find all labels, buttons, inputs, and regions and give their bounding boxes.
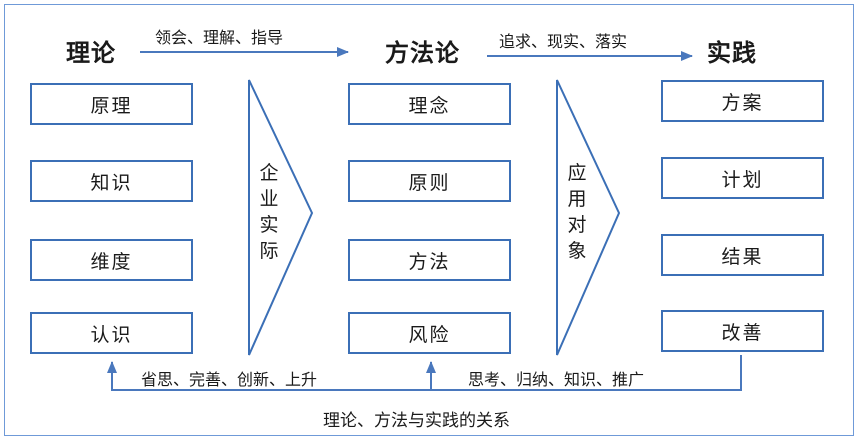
feedback-line xyxy=(107,355,742,391)
label-feedback-right: 思考、归纳、知识、推广 xyxy=(468,370,645,389)
caption: 理论、方法与实践的关系 xyxy=(323,411,510,431)
chevron-right-text: 应用对象 xyxy=(567,162,587,262)
box-method-4: 风险 xyxy=(348,312,511,354)
box-practice-3: 结果 xyxy=(661,234,824,276)
box-theory-1: 原理 xyxy=(30,83,193,125)
diagram-frame xyxy=(4,4,854,436)
label-top-right: 追求、现实、落实 xyxy=(499,32,628,51)
box-practice-2: 计划 xyxy=(661,157,824,199)
box-theory-2: 知识 xyxy=(30,160,193,202)
box-method-2: 原则 xyxy=(348,160,511,202)
header-method: 方法论 xyxy=(385,39,460,67)
label-top-left: 领会、理解、指导 xyxy=(155,28,284,47)
box-theory-4: 认识 xyxy=(30,312,193,354)
chevron-right xyxy=(556,79,621,356)
box-practice-4: 改善 xyxy=(661,310,824,352)
header-practice: 实践 xyxy=(707,39,757,67)
header-theory: 理论 xyxy=(66,39,116,67)
box-method-3: 方法 xyxy=(348,239,511,281)
box-method-1: 理念 xyxy=(348,83,511,125)
box-theory-3: 维度 xyxy=(30,239,193,281)
label-feedback-left: 省思、完善、创新、上升 xyxy=(141,370,318,389)
chevron-left-text: 企业实际 xyxy=(259,162,279,262)
chevron-left xyxy=(248,79,314,356)
box-practice-1: 方案 xyxy=(661,80,824,122)
